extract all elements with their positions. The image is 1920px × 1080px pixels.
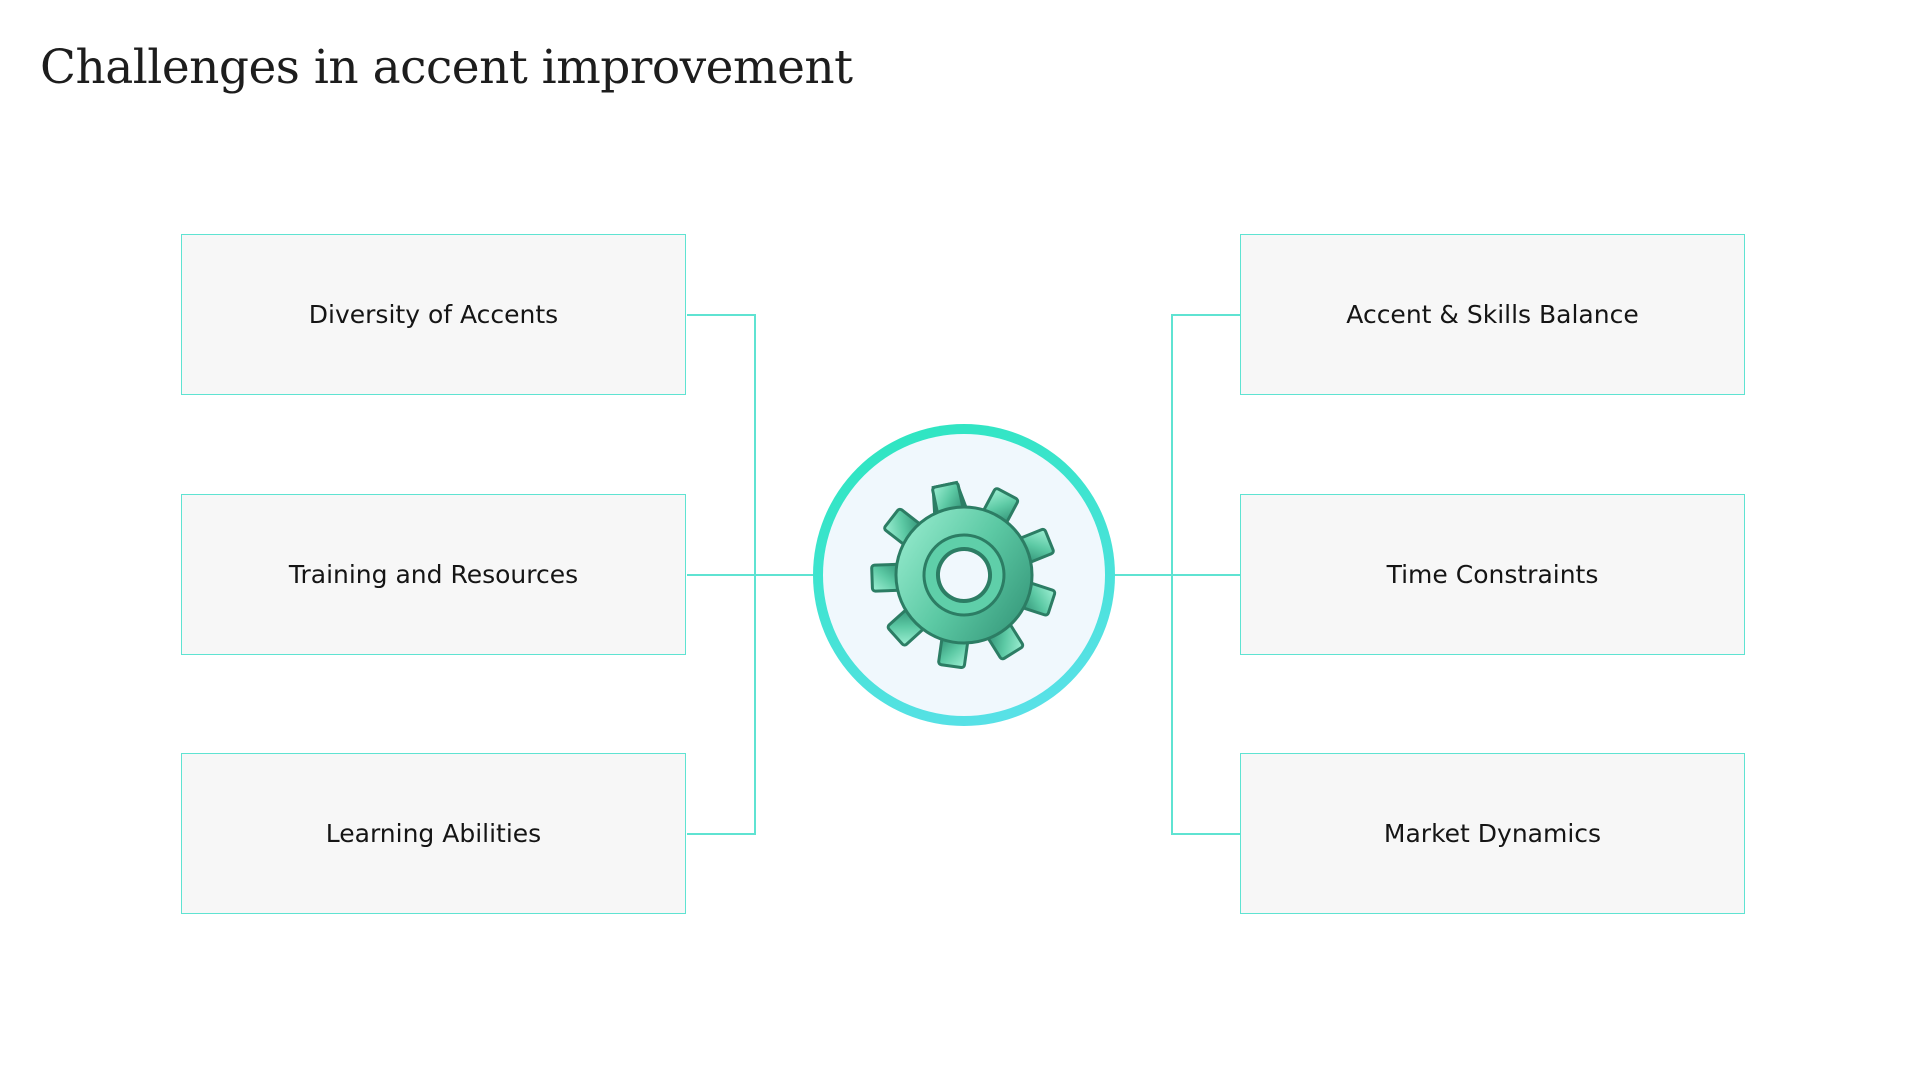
challenge-label: Accent & Skills Balance (1346, 300, 1639, 329)
challenge-label: Market Dynamics (1383, 819, 1602, 848)
challenge-box-time: Time Constraints (1240, 494, 1745, 655)
page-title: Challenges in accent improvement (40, 40, 853, 95)
connector-right-top (1171, 314, 1240, 575)
challenge-box-learning: Learning Abilities (181, 753, 686, 914)
gear-icon (870, 480, 1057, 670)
challenge-label: Diversity of Accents (308, 300, 559, 329)
challenge-box-training: Training and Resources (181, 494, 686, 655)
connector-right-bottom (1171, 575, 1240, 835)
connector-left-bottom (687, 575, 756, 835)
challenge-box-market: Market Dynamics (1240, 753, 1745, 914)
challenge-label: Training and Resources (288, 560, 579, 589)
challenge-label: Learning Abilities (325, 819, 542, 848)
challenge-box-diversity: Diversity of Accents (181, 234, 686, 395)
challenge-box-balance: Accent & Skills Balance (1240, 234, 1745, 395)
center-hub (813, 424, 1115, 726)
connector-left-top (687, 314, 756, 575)
challenge-label: Time Constraints (1386, 560, 1599, 589)
